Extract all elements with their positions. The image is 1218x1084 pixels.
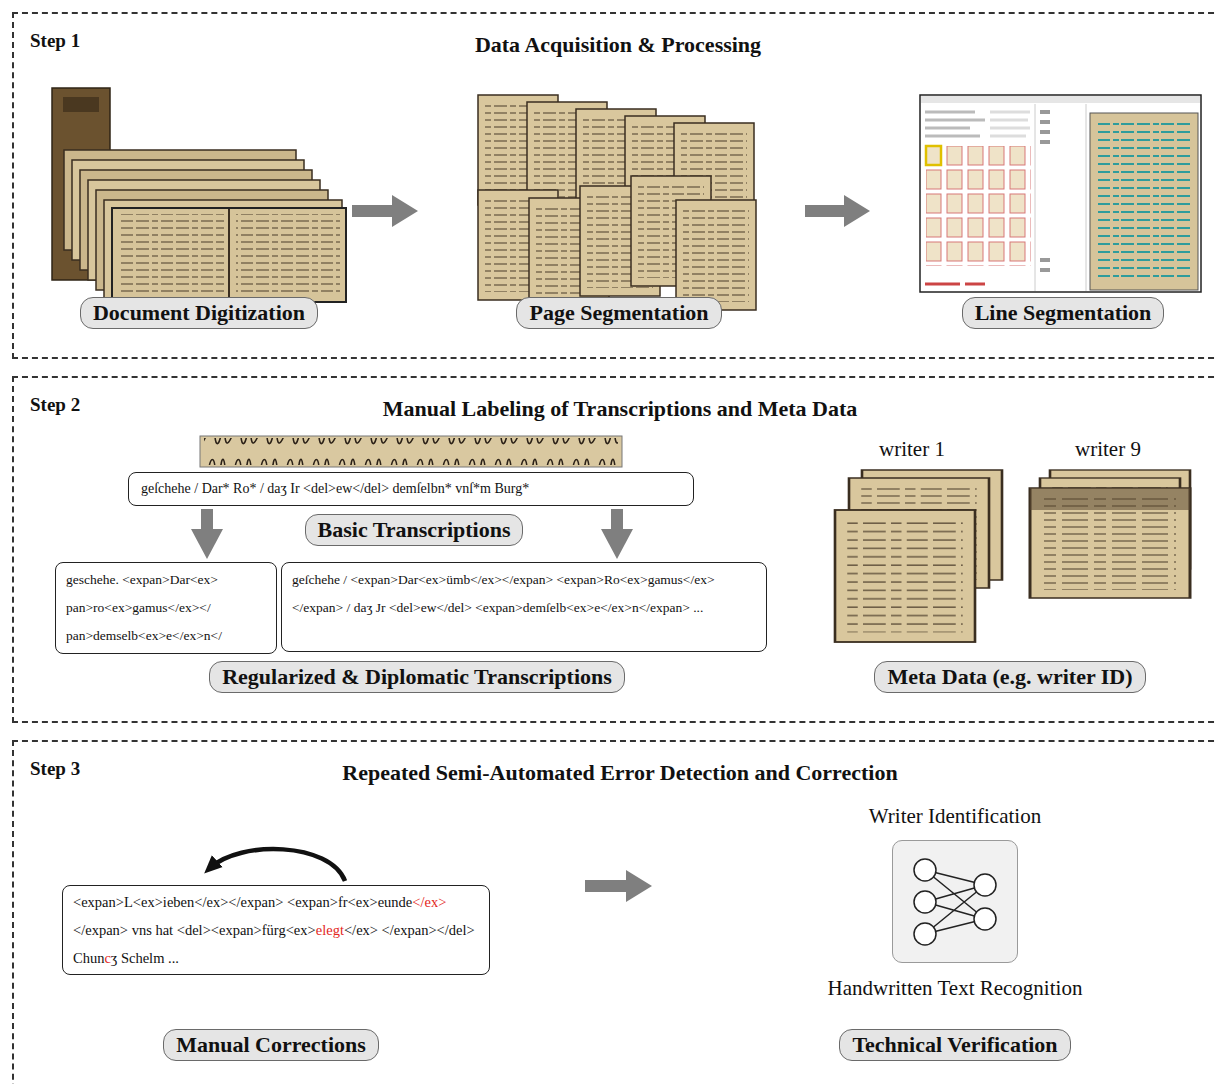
icon-ground xyxy=(892,840,1018,963)
segmented-lines xyxy=(1098,122,1190,282)
writer-label: writer 9 xyxy=(1075,437,1141,462)
book-writing xyxy=(236,214,340,296)
transcription-text: <expan>L<ex>ieben</ex></expan> <expan>fr… xyxy=(73,888,479,972)
process-arrow xyxy=(585,870,652,902)
corrected-text: </ex> xyxy=(412,894,446,910)
step-title: Repeated Semi-Automated Error Detection … xyxy=(342,760,897,786)
page-image xyxy=(1030,488,1190,598)
writer-9-pages xyxy=(1030,470,1190,598)
step-panel: Step 2 Manual Labeling of Transcriptions … xyxy=(12,376,1218,723)
pill-label: Meta Data (e.g. writer ID) xyxy=(887,664,1132,690)
thumbnail-grid xyxy=(926,146,1031,266)
writer-1-pages xyxy=(835,470,1002,642)
tool-icons xyxy=(1040,112,1050,270)
form-fields xyxy=(990,112,1030,136)
status-icons xyxy=(925,283,985,286)
task-label: Writer Identification xyxy=(869,804,1041,829)
stage-pill: Technical Verification xyxy=(839,1029,1070,1061)
transcription-text: geſchehe / <expan>Dar<ex>ümb</ex></expan… xyxy=(292,566,756,622)
flow-arrow xyxy=(611,509,623,539)
text-run: <expan>L<ex>ieben</ex></expan> <expan>fr… xyxy=(73,894,412,910)
writer-label: writer 1 xyxy=(879,437,945,462)
transcription-box: <expan>L<ex>ieben</ex></expan> <expan>fr… xyxy=(62,885,490,975)
model-box: Writer IdentificationHandwritten Text Re… xyxy=(892,840,1018,963)
stage-pill: Meta Data (e.g. writer ID) xyxy=(874,661,1145,693)
transcription-box: geſchehe / Dar* Ro* / daʒ Ir <del>ew</de… xyxy=(128,472,694,506)
handwriting xyxy=(204,438,618,465)
transcription-box: geschehe. <expan>Dar<ex> pan>ro<ex>gamus… xyxy=(55,562,277,654)
step-panel: Step 1 Data Acquisition & ProcessingDocum… xyxy=(12,12,1218,359)
book-writing xyxy=(120,214,224,296)
transcription-text: geschehe. <expan>Dar<ex> pan>ro<ex>gamus… xyxy=(66,566,266,650)
corrected-text: c xyxy=(104,950,110,966)
loop-arrow xyxy=(210,849,345,881)
book-spine xyxy=(228,209,230,301)
step-panel: Step 3 Repeated Semi-Automated Error Dete… xyxy=(12,740,1218,1084)
page-view xyxy=(1090,113,1198,290)
neuron xyxy=(914,859,936,881)
neural-network-icon xyxy=(892,840,1018,963)
text-run: ʒ Schelm ... xyxy=(111,950,179,966)
stage-pill: Document Digitization xyxy=(80,297,318,329)
pill-label: Technical Verification xyxy=(852,1032,1057,1058)
stage-pill: Page Segmentation xyxy=(516,297,721,329)
pill-label: Basic Transcriptions xyxy=(318,517,511,543)
open-book xyxy=(112,208,346,302)
book-photo xyxy=(104,200,342,300)
toolbar xyxy=(921,96,1200,103)
pill-label: Document Digitization xyxy=(93,300,305,326)
stage-pill: Manual Corrections xyxy=(163,1029,379,1061)
pill-label: Page Segmentation xyxy=(529,300,708,326)
process-arrow xyxy=(805,195,870,227)
pill-label: Line Segmentation xyxy=(975,300,1152,326)
stage-pill: Regularized & Diplomatic Transcriptions xyxy=(209,661,625,693)
form-rows xyxy=(925,112,985,136)
step-title: Data Acquisition & Processing xyxy=(475,32,761,58)
cover-label xyxy=(63,97,99,112)
panel-divider xyxy=(1035,104,1086,291)
step-label: Step 2 xyxy=(30,394,80,416)
step-title: Manual Labeling of Transcriptions and Me… xyxy=(383,396,858,422)
step-label: Step 1 xyxy=(30,30,80,52)
process-arrow xyxy=(352,195,418,227)
pill-label: Manual Corrections xyxy=(176,1032,366,1058)
pill-label: Regularized & Diplomatic Transcriptions xyxy=(222,664,612,690)
stage-pill: Line Segmentation xyxy=(962,297,1165,329)
line-strip xyxy=(200,436,622,467)
corrected-text: elegt xyxy=(316,922,344,938)
neuron xyxy=(914,923,936,945)
transcription-box: geſchehe / <expan>Dar<ex>ümb</ex></expan… xyxy=(281,562,767,652)
neuron xyxy=(974,908,996,930)
neuron xyxy=(914,891,936,913)
software-screenshot xyxy=(920,95,1201,292)
task-label: Handwritten Text Recognition xyxy=(828,976,1083,1001)
segmented-pages xyxy=(478,95,756,310)
step-label: Step 3 xyxy=(30,758,80,780)
stage-pill: Basic Transcriptions xyxy=(305,514,524,546)
text-line-image xyxy=(200,436,622,467)
selected-thumbnail xyxy=(926,146,941,165)
neuron xyxy=(974,874,996,896)
transcription-text: geſchehe / Dar* Ro* / daʒ Ir <del>ew</de… xyxy=(141,478,681,500)
page-image xyxy=(676,200,756,310)
window-frame xyxy=(920,95,1201,292)
page-image xyxy=(835,510,975,642)
book-photo-stack xyxy=(52,88,346,302)
text-run: </expan> vns hat <del><expan>fürg<ex> xyxy=(73,922,316,938)
flow-arrow xyxy=(201,509,213,539)
dark-header xyxy=(1030,488,1190,510)
